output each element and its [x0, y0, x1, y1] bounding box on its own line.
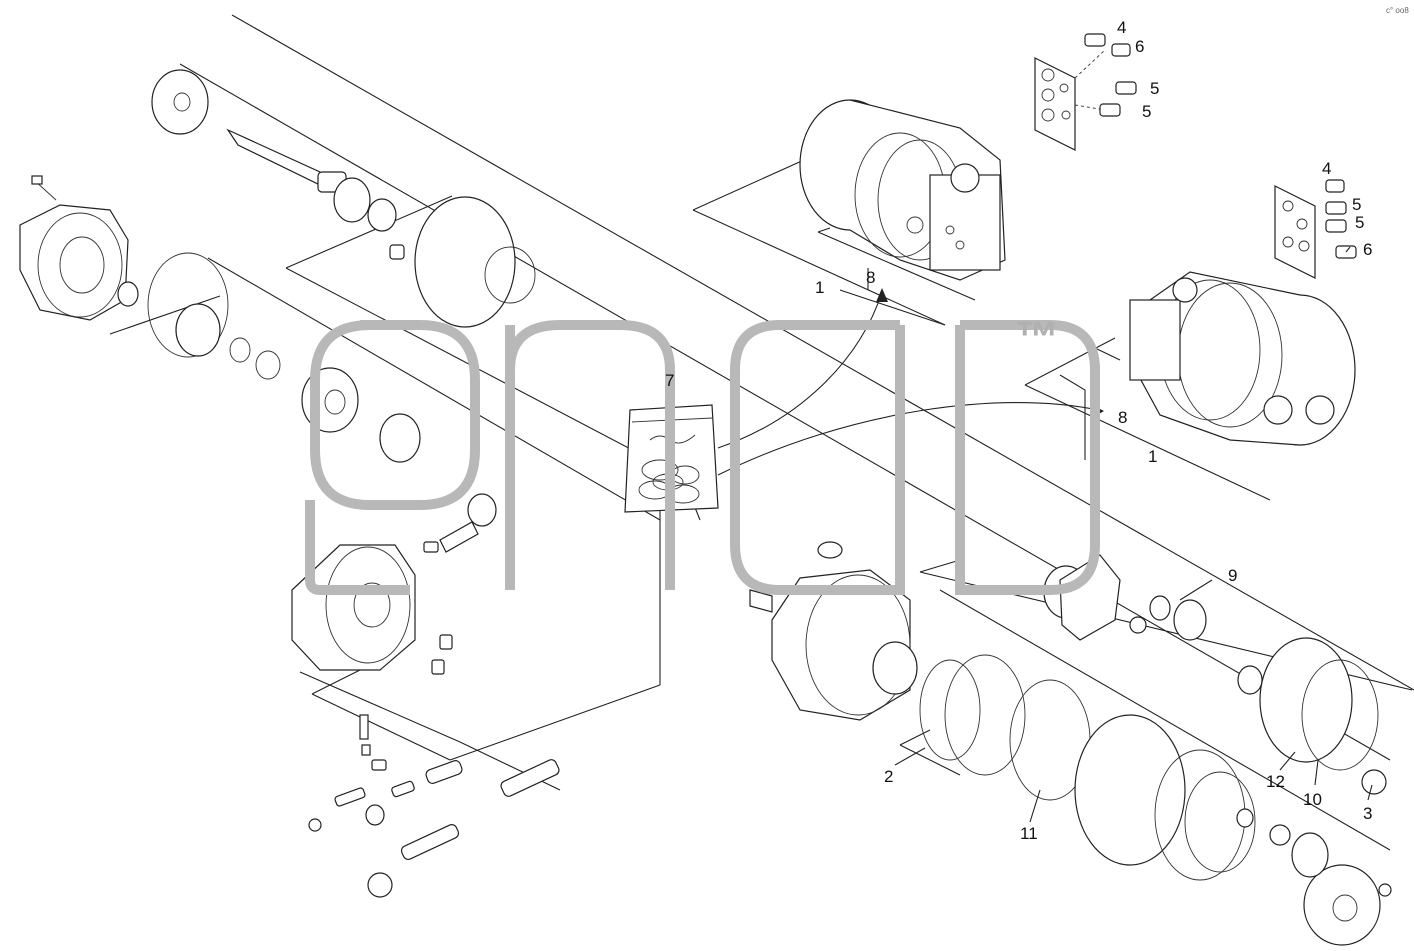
- callout-10: 10: [1303, 790, 1322, 809]
- travel-motor-top: [799, 99, 1006, 281]
- corner-mark: c° oo8: [1386, 6, 1409, 15]
- lower-right-assembly: [749, 541, 1392, 946]
- callout-5-top-a: 5: [1150, 79, 1159, 98]
- callout-3: 3: [1363, 804, 1372, 823]
- callout-9: 9: [1228, 566, 1237, 585]
- motor-top-frame: [692, 154, 976, 326]
- callout-6-right: 6: [1363, 240, 1372, 259]
- callout-12: 12: [1266, 772, 1285, 791]
- callout-5-top-b: 5: [1142, 102, 1151, 121]
- watermark-trademark: ™: [1015, 313, 1059, 362]
- motor-lower-frame: [1024, 337, 1271, 501]
- callout-1-right: 1: [1148, 447, 1157, 466]
- callout-7: 7: [665, 371, 674, 390]
- callout-5-right-b: 5: [1355, 213, 1364, 232]
- callout-1-top: 1: [815, 278, 824, 297]
- travel-motor-right: [1129, 271, 1356, 446]
- callout-numbers: 4 6 5 5 1 8 4 5 5 6 7 8 1 9 2 11 12 10 3: [665, 18, 1372, 843]
- upper-left-assembly: [19, 69, 536, 463]
- callout-leaders: [867, 246, 1373, 823]
- callout-11: 11: [1020, 824, 1038, 843]
- callout-2: 2: [884, 767, 893, 786]
- watermark-logo: ™: [305, 313, 1100, 595]
- valve-plate-right: [1274, 179, 1357, 279]
- valve-plate-top: [1034, 33, 1137, 151]
- callout-4-right: 4: [1322, 159, 1331, 178]
- lower-left-assembly: [291, 493, 560, 898]
- callout-6-top: 6: [1135, 37, 1144, 56]
- callout-8-top: 8: [866, 268, 875, 287]
- callout-8-right: 8: [1118, 408, 1127, 427]
- callout-4-top: 4: [1117, 18, 1126, 37]
- callout-5-right-a: 5: [1352, 195, 1361, 214]
